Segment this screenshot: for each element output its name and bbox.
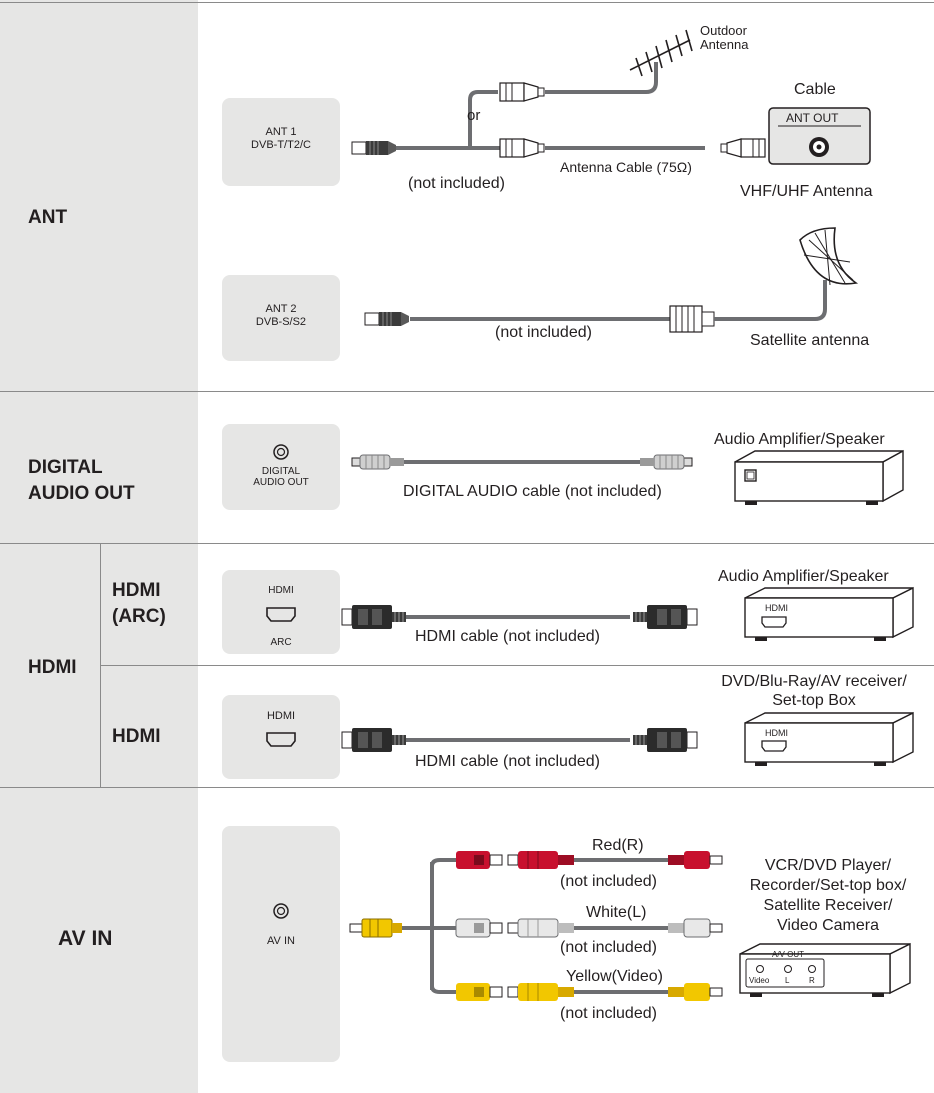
port-box-digital xyxy=(222,424,340,510)
divider-top xyxy=(0,2,934,3)
port-label-ant2: ANT 2 DVB-S/S2 xyxy=(255,303,307,328)
label-ant-out: ANT OUT xyxy=(786,111,839,125)
port-label-hdmi-arc-bottom: ARC xyxy=(270,637,292,648)
port-label-ant1: ANT 1 DVB-T/T2/C xyxy=(251,126,311,151)
label-hdmi-device-port: HDMI xyxy=(765,728,788,738)
port-label-digital: DIGITAL AUDIO OUT xyxy=(253,466,309,488)
label-yellow: Yellow(Video) xyxy=(566,968,663,985)
port-box-hdmi xyxy=(222,695,340,779)
port-box-av-in xyxy=(222,826,340,1062)
label-av-video: Video xyxy=(749,976,770,985)
label-av-device: VCR/DVD Player/ Recorder/Set-top box/ Sa… xyxy=(749,857,907,934)
divider-digital xyxy=(0,543,934,544)
label-digital-device: Audio Amplifier/Speaker xyxy=(714,431,885,448)
port-label-av-in: AV IN xyxy=(267,935,295,947)
label-not-included-red: (not included) xyxy=(560,873,657,890)
label-white: White(L) xyxy=(586,904,647,921)
section-av-in: AV IN xyxy=(58,927,113,950)
label-vhf-uhf-antenna: VHF/UHF Antenna xyxy=(740,183,873,200)
label-hdmi-cable: HDMI cable (not included) xyxy=(415,753,600,770)
section-hdmi: HDMI xyxy=(112,726,161,747)
divider-hdmi xyxy=(0,787,934,788)
label-hdmi-arc-device-port: HDMI xyxy=(765,603,788,613)
port-box-hdmi-arc xyxy=(222,570,340,654)
label-hdmi-device: DVD/Blu-Ray/AV receiver/ Set-top Box xyxy=(721,673,907,709)
port-label-hdmi: HDMI xyxy=(266,710,296,722)
section-digital-audio-out: DIGITAL AUDIO OUT xyxy=(28,457,135,504)
divider-ant xyxy=(0,391,934,392)
divider-hdmi-arc xyxy=(100,665,934,666)
label-av-l: L xyxy=(785,976,790,985)
divider-hdmi-sub xyxy=(100,543,101,787)
label-outdoor-antenna: Outdoor Antenna xyxy=(700,23,749,52)
label-not-included-yellow: (not included) xyxy=(560,1005,657,1022)
label-digital-cable: DIGITAL AUDIO cable (not included) xyxy=(403,483,662,500)
label-satellite-antenna: Satellite antenna xyxy=(750,332,870,349)
label-hdmi-arc-device: Audio Amplifier/Speaker xyxy=(718,568,889,585)
label-cable: Cable xyxy=(794,81,836,98)
label-red: Red(R) xyxy=(592,837,644,854)
label-not-included-ant1: (not included) xyxy=(408,175,505,192)
label-av-r: R xyxy=(809,976,815,985)
port-label-hdmi-arc-top: HDMI xyxy=(268,585,294,596)
left-label-column xyxy=(0,0,198,1093)
label-antenna-cable: Antenna Cable (75Ω) xyxy=(560,159,692,175)
section-hdmi-group: HDMI xyxy=(28,657,77,678)
port-box-ant1 xyxy=(222,98,340,186)
section-hdmi-arc: HDMI (ARC) xyxy=(112,580,166,627)
label-av-panel-title: A/V OUT xyxy=(772,950,805,959)
label-not-included-ant2: (not included) xyxy=(495,324,592,341)
label-hdmi-arc-cable: HDMI cable (not included) xyxy=(415,628,600,645)
section-ant: ANT xyxy=(28,207,68,228)
label-or: or xyxy=(467,107,481,124)
port-box-ant2 xyxy=(222,275,340,361)
label-not-included-white: (not included) xyxy=(560,939,657,956)
